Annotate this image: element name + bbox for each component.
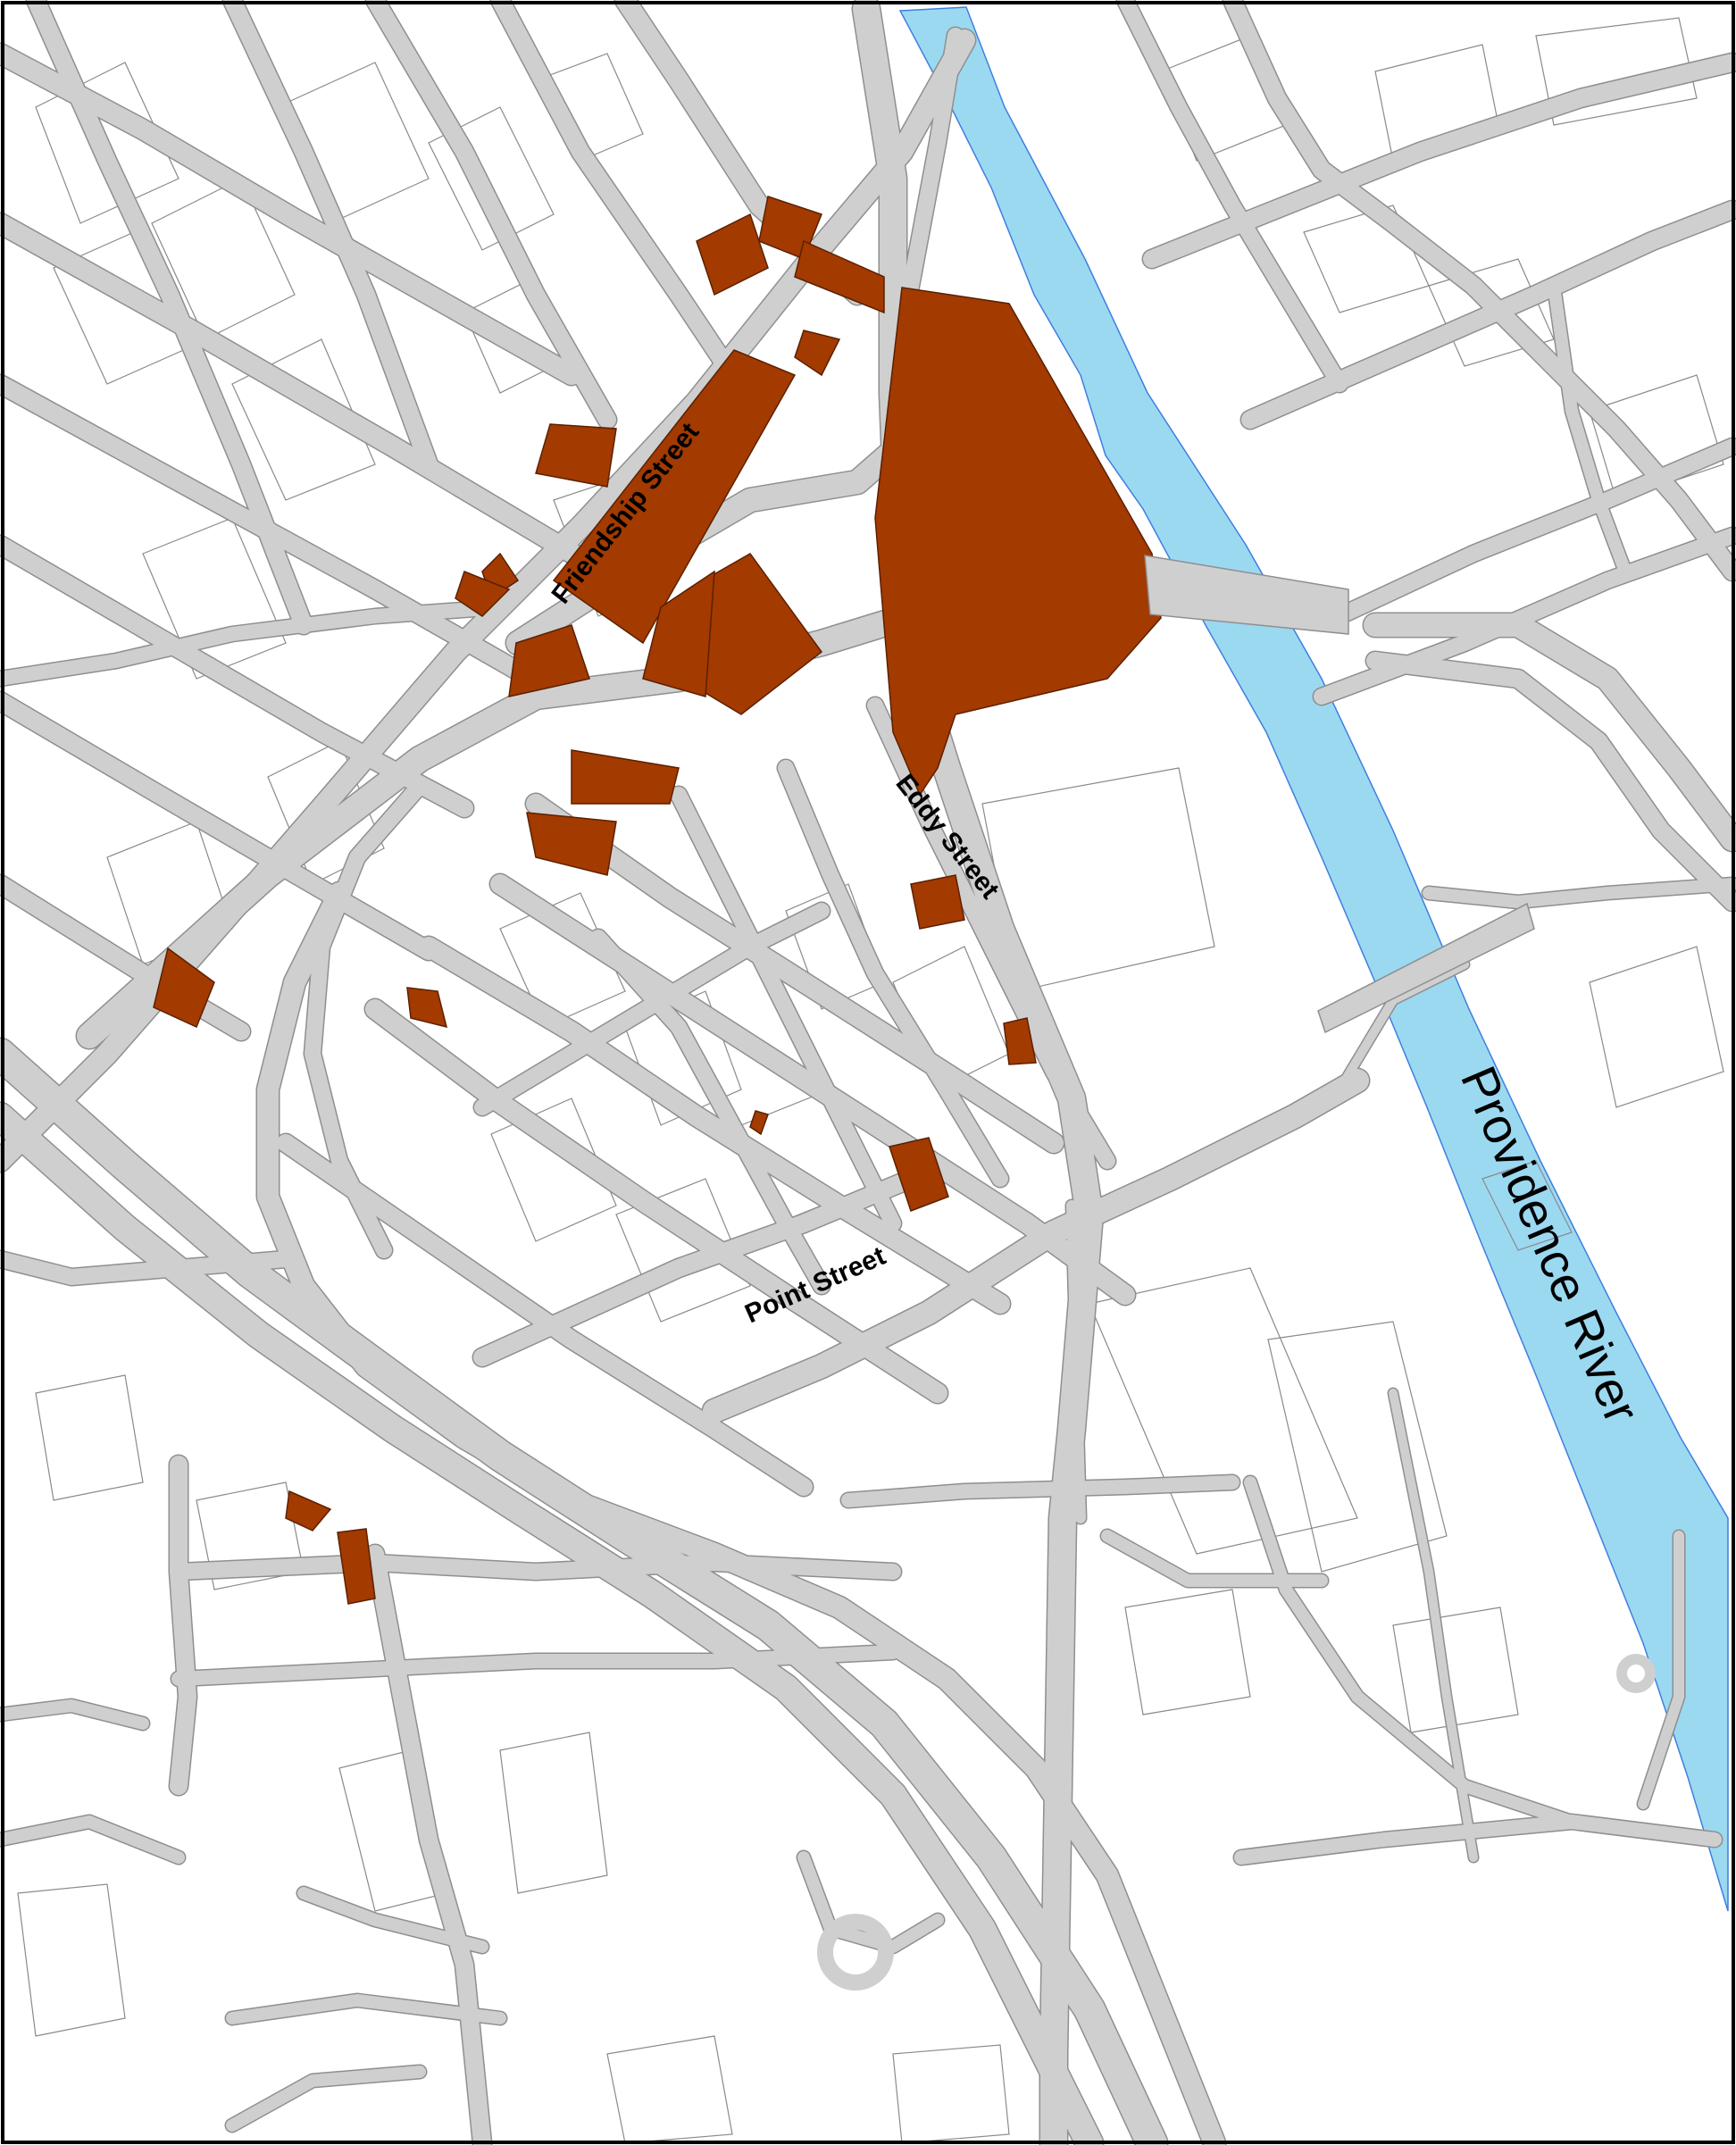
bridges (1144, 555, 1535, 1034)
road-segment (1548, 280, 1632, 578)
road-segment (77, 595, 950, 1048)
highlighted-parcel (153, 947, 215, 1029)
highlighted-parcel (642, 570, 715, 697)
providence-river (898, 6, 1729, 1912)
parcel-outline (1124, 1589, 1251, 1715)
road-segment (226, 1994, 506, 2024)
road-segment (903, 28, 964, 294)
bridge-south (1317, 902, 1535, 1034)
roundabout-small (1616, 1654, 1656, 1693)
road-segment (1117, 0, 1348, 392)
highlighted-parcel (455, 571, 511, 617)
highlighted-parcels (153, 196, 1162, 1605)
parcel-outline (1589, 946, 1724, 1108)
highlighted-parcel (571, 749, 680, 805)
parcel-outline (231, 338, 376, 501)
parcel-outline (1089, 1267, 1358, 1555)
road-segment (590, 930, 830, 1294)
parcel-outline (428, 106, 555, 251)
road-segment (0, 1699, 149, 1730)
road-segment (0, 1039, 1167, 2145)
road-segment (171, 1555, 901, 1580)
road-segment (491, 0, 741, 384)
parcel-outline (892, 2044, 1010, 2144)
road-segment (778, 760, 1008, 1187)
road-segment (841, 1475, 1239, 1507)
highlighted-parcel (910, 874, 965, 930)
parcel-outline (142, 517, 287, 680)
highlighted-parcel (508, 624, 590, 697)
highlighted-parcel (526, 812, 617, 876)
road-segment (473, 1170, 920, 1366)
parcel-outline (35, 1374, 144, 1501)
bridge-north (1144, 555, 1349, 635)
highlighted-parcel (696, 213, 769, 296)
parcel-outline (490, 1098, 617, 1242)
road-segment (170, 1456, 196, 1795)
roundabout (817, 1914, 894, 1991)
road-segment (366, 0, 616, 429)
road-segment (1389, 1389, 1478, 1862)
road-segment (1234, 1815, 1722, 1865)
road-segment (797, 1851, 944, 1953)
parcel-outline (606, 2035, 733, 2144)
road-segment (867, 697, 1115, 1169)
road-segment (1364, 613, 1736, 851)
road-segment (226, 2066, 426, 2132)
road-segment (0, 213, 635, 595)
highlighted-parcel (874, 287, 1162, 797)
parcel-outline (1589, 374, 1724, 501)
road-segment (297, 1887, 488, 1953)
road-segment (0, 44, 581, 385)
parcel-outline (499, 1732, 608, 1894)
road-segment (305, 778, 428, 1258)
road-segment (0, 600, 507, 686)
road-segment (703, 1069, 1369, 1423)
highlighted-parcel (552, 349, 797, 645)
road-segment (171, 1645, 900, 1686)
road-segment (1366, 652, 1736, 911)
highlighted-parcel (535, 423, 617, 488)
road-segment (419, 937, 1010, 1314)
road-segment (277, 1134, 813, 1496)
parcel-outline (1267, 1321, 1448, 1573)
road-segment (365, 999, 947, 1403)
highlighted-parcel (749, 1110, 769, 1136)
road-segment (526, 794, 1064, 1153)
road-segment (366, 1545, 491, 2145)
road-segment (1335, 960, 1469, 1094)
road-segment (671, 787, 901, 1231)
highlighted-parcel (406, 987, 448, 1029)
parcel-outline (1535, 17, 1698, 126)
road-segment (1223, 0, 1736, 580)
highlighted-parcel (1003, 1017, 1037, 1065)
highlighted-parcel (889, 1137, 949, 1212)
parcel-outline (151, 178, 296, 340)
road-segment (0, 692, 438, 960)
road-segment (223, 0, 438, 473)
highlighted-parcel (337, 1528, 376, 1605)
highlighted-parcel (794, 330, 841, 377)
parcel-outline (35, 62, 179, 224)
road-segment (1241, 201, 1736, 429)
road-segment (1066, 1200, 1086, 1523)
road-segment (0, 1251, 294, 1285)
road-segment (1423, 878, 1736, 908)
road-segment (0, 1815, 185, 1864)
parcel-outline (17, 1883, 126, 2037)
road-segment (1331, 438, 1736, 624)
parcel-outline (1481, 1160, 1573, 1251)
highlighted-parcel (285, 1490, 332, 1532)
highlighted-parcel (794, 239, 885, 314)
parcel-outline (1392, 1607, 1519, 1733)
road-segment (1638, 1531, 1684, 1809)
road-segment (27, 0, 313, 634)
road-segment (257, 882, 1225, 2145)
road-segment (0, 1103, 1103, 2145)
road-segment (1244, 1476, 1578, 1828)
